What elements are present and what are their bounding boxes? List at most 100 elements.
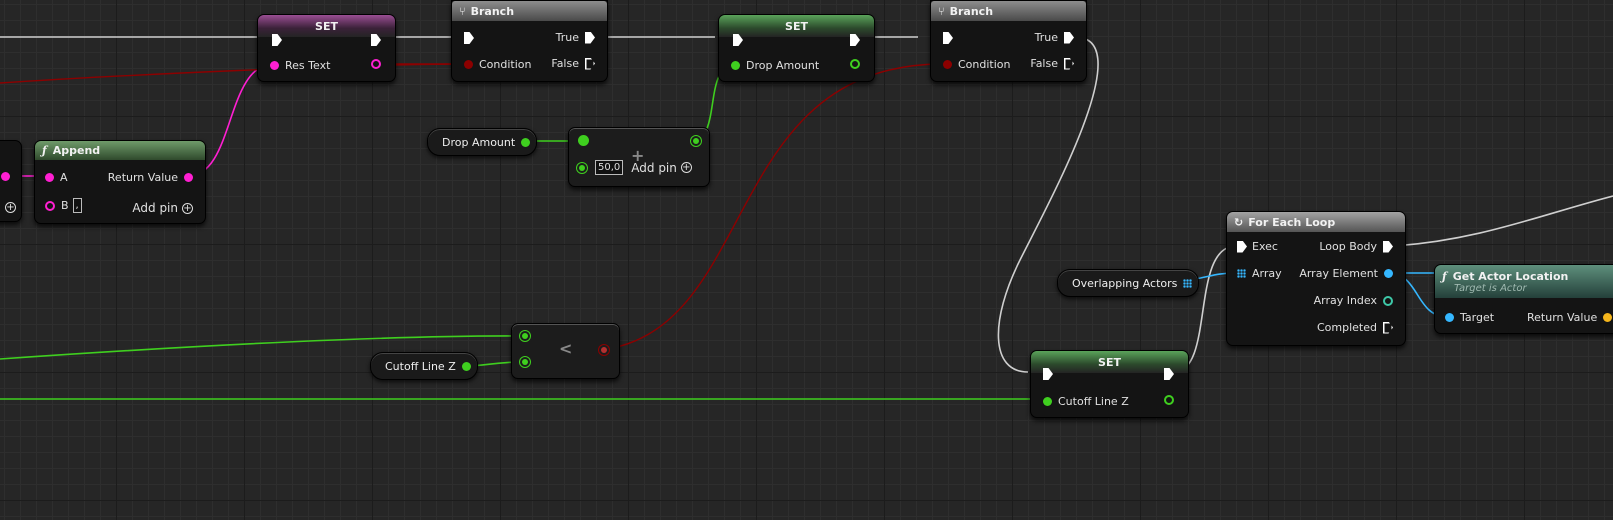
drop-amount-in-pin[interactable]: Drop Amount [731, 59, 819, 72]
less-than-node[interactable]: < [511, 323, 620, 379]
b-literal-input[interactable]: 50,0 [595, 160, 624, 175]
b-in-pin[interactable] [522, 359, 528, 365]
add-pin-icon: + [182, 202, 193, 214]
pin-label: Condition [958, 58, 1011, 71]
cutoff-line-z-getter[interactable]: Cutoff Line Z [370, 352, 478, 380]
drop-amount-getter[interactable]: Drop Amount [427, 128, 538, 156]
true-exec-pin[interactable]: True [1035, 31, 1074, 44]
pin-label: B [61, 199, 69, 212]
pin-label: Array Element [1299, 267, 1378, 280]
less-than-symbol: < [559, 339, 573, 358]
function-icon: ƒ [1442, 269, 1447, 283]
exec-in-pin[interactable]: Exec [1237, 240, 1278, 253]
exec-wire [1393, 195, 1613, 247]
completed-pin[interactable]: Completed [1317, 321, 1393, 334]
exec-in-pin[interactable] [272, 34, 282, 46]
node-title: Branch [470, 4, 515, 18]
exec-in-pin[interactable] [943, 32, 953, 44]
false-exec-pin[interactable]: False [551, 57, 595, 70]
pin-label: False [551, 57, 579, 70]
bool-wire [0, 63, 467, 84]
false-exec-pin[interactable]: False [1030, 57, 1074, 70]
b-in-pin[interactable]: B , [45, 198, 82, 213]
result-out-pin[interactable] [601, 347, 607, 353]
node-title: SET [719, 15, 874, 37]
a-in-pin[interactable]: A [45, 171, 68, 184]
loop-body-pin[interactable]: Loop Body [1319, 240, 1393, 253]
return-value-pin[interactable]: Return Value [1527, 311, 1613, 324]
target-in-pin[interactable]: Target [1445, 311, 1494, 324]
var-label: Overlapping Actors [1072, 276, 1178, 290]
cutoff-out-pin[interactable] [1164, 395, 1174, 405]
a-in-pin[interactable] [522, 333, 528, 339]
pin-label: Completed [1317, 321, 1377, 334]
node-subtitle: Target is Actor [1454, 282, 1527, 294]
pin-label: Condition [479, 58, 532, 71]
node-title: Append [52, 144, 101, 157]
overlapping-actors-getter[interactable]: Overlapping Actors [1057, 269, 1200, 297]
array-element-pin[interactable]: Array Element [1299, 267, 1393, 280]
branch-icon: ⑂ [938, 4, 945, 18]
node-title: Get Actor Location [1452, 269, 1569, 283]
get-actor-location-node[interactable]: ƒ Get Actor Location Target is Actor Tar… [1434, 264, 1613, 334]
node-title: SET [1031, 351, 1188, 373]
pin-label: Drop Amount [746, 59, 820, 72]
pin-label: Res Text [285, 59, 331, 72]
branch-node-2[interactable]: ⑂ Branch True Condition False [930, 0, 1087, 82]
exec-in-pin[interactable] [733, 34, 743, 46]
pin-label: Array [1252, 267, 1282, 280]
add-node[interactable]: + 50,0 Add pin + [568, 127, 710, 187]
pin-label: True [1034, 31, 1058, 44]
array-index-pin[interactable]: Array Index [1314, 294, 1393, 307]
return-value-pin[interactable]: Return Value [108, 171, 193, 184]
pin-label: Array Index [1313, 294, 1377, 307]
node-title: For Each Loop [1248, 215, 1336, 229]
b-literal-input[interactable]: , [72, 198, 82, 213]
array-in-pin[interactable]: Array [1237, 267, 1282, 280]
result-out-pin[interactable] [693, 138, 699, 144]
for-each-loop-node[interactable]: ↻ For Each Loop Exec Loop Body Array Arr… [1226, 211, 1406, 346]
a-in-pin[interactable] [579, 136, 588, 145]
add-pin-label: Add pin [132, 201, 178, 215]
exec-out-pin[interactable] [850, 34, 860, 46]
node-title: SET [258, 15, 395, 37]
condition-pin[interactable]: Condition [943, 58, 1011, 71]
exec-out-pin[interactable] [1164, 368, 1174, 380]
pin-label: False [1030, 57, 1058, 70]
set-res-text-node[interactable]: SET Res Text [257, 14, 396, 82]
b-in-pin[interactable]: 50,0 Add pin + [579, 160, 692, 175]
exec-in-pin[interactable] [1043, 368, 1053, 380]
exec-wire [997, 36, 1099, 373]
function-icon: ƒ [42, 144, 47, 157]
pin-label: Return Value [1527, 311, 1598, 324]
add-pin-icon[interactable]: + [680, 162, 692, 173]
pin-label: Cutoff Line Z [1058, 395, 1129, 408]
branch-icon: ⑂ [459, 4, 466, 18]
add-pin-label[interactable]: Add pin [631, 160, 677, 175]
array-grid-icon [1237, 269, 1246, 278]
float-wire [0, 335, 525, 360]
pin-label: Return Value [107, 171, 178, 184]
branch-node-1[interactable]: ⑂ Branch True Condition False [451, 0, 608, 82]
offscreen-node[interactable]: + [0, 140, 22, 222]
cutoff-out-pin[interactable] [461, 361, 471, 371]
set-cutoff-line-z-node[interactable]: SET Cutoff Line Z [1030, 350, 1189, 418]
array-grid-icon[interactable] [1183, 278, 1193, 288]
string-pin[interactable] [1, 172, 10, 181]
add-symbol: + [631, 146, 645, 165]
drop-amount-out-pin[interactable] [521, 137, 531, 147]
exec-in-pin[interactable] [464, 32, 474, 44]
add-pin-icon[interactable]: + [5, 202, 16, 213]
set-drop-amount-node[interactable]: SET Drop Amount [718, 14, 875, 82]
exec-out-pin[interactable] [371, 34, 381, 46]
var-label: Drop Amount [442, 135, 516, 149]
add-pin-button[interactable]: Add pin + [132, 201, 193, 215]
res-text-in-pin[interactable]: Res Text [270, 59, 330, 72]
drop-amount-out-pin[interactable] [850, 59, 860, 69]
res-text-out-pin[interactable] [371, 59, 381, 69]
cutoff-in-pin[interactable]: Cutoff Line Z [1043, 395, 1129, 408]
pin-label: True [555, 31, 579, 44]
condition-pin[interactable]: Condition [464, 58, 532, 71]
true-exec-pin[interactable]: True [556, 31, 595, 44]
append-node[interactable]: ƒ Append A Return Value B , Add pin + [34, 140, 206, 224]
